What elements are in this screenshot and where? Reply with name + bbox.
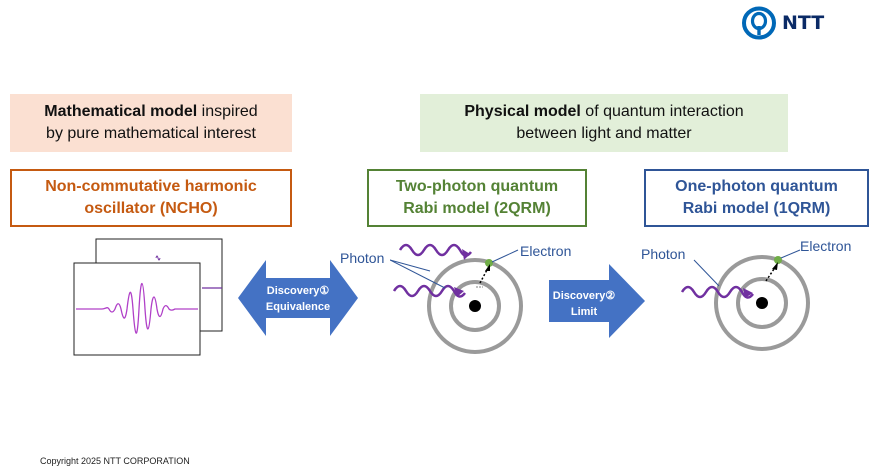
mathematical-model-band: Mathematical model inspired by pure math… [10, 94, 292, 152]
two-photon-atom-diagram [390, 243, 523, 354]
electron-dot [774, 256, 782, 264]
discovery-equivalence-arrow [238, 260, 358, 336]
photon-wave-upper [398, 243, 472, 257]
nucleus [756, 297, 768, 309]
electron-dot [485, 259, 493, 267]
discovery2-line1: Discovery② [552, 290, 616, 302]
ntt-logo-text: NTT [782, 12, 825, 34]
phys-band-rest: of quantum interaction [580, 103, 744, 120]
electron-label-2q: Electron [520, 243, 572, 259]
photon-wave [680, 285, 754, 299]
photon-wave-lower [392, 284, 466, 298]
electron-label-1q: Electron [800, 238, 852, 254]
ncho-line2: oscillator (NCHO) [84, 200, 218, 217]
two-photon-line2: Rabi model (2QRM) [403, 200, 551, 217]
discovery1-label: Discovery① Equivalence [258, 283, 338, 315]
math-band-rest: inspired [197, 103, 258, 120]
two-photon-box: Two-photon quantum Rabi model (2QRM) [367, 169, 587, 227]
one-photon-line1: One-photon quantum [675, 178, 838, 195]
photon-label-2q: Photon [340, 250, 385, 266]
physical-model-band: Physical model of quantum interaction be… [420, 94, 788, 152]
nucleus [469, 300, 481, 312]
ntt-logo-icon [742, 6, 776, 40]
math-band-line2: by pure mathematical interest [46, 125, 256, 142]
outer-orbit [714, 255, 810, 351]
phys-band-line2: between light and matter [516, 125, 692, 142]
phys-band-bold: Physical model [464, 103, 581, 120]
discovery2-line2: Limit [570, 306, 598, 318]
discovery1-line2: Equivalence [265, 301, 331, 313]
copyright-text: Copyright 2025 NTT CORPORATION [40, 456, 190, 466]
discovery-limit-arrow [549, 264, 645, 338]
discovery1-line1: Discovery① [266, 285, 330, 297]
ntt-logo: NTT [742, 6, 842, 40]
ncho-box: Non-commutative harmonic oscillator (NCH… [10, 169, 292, 227]
math-band-bold: Mathematical model [44, 103, 198, 120]
photon-label-1q: Photon [641, 246, 686, 262]
outer-orbit [427, 258, 523, 354]
front-plot-wave [76, 283, 198, 334]
one-photon-line2: Rabi model (1QRM) [682, 200, 831, 217]
two-photon-line1: Two-photon quantum [395, 178, 559, 195]
inner-orbit [736, 277, 788, 329]
one-photon-atom-diagram [680, 249, 810, 351]
one-photon-box: One-photon quantum Rabi model (1QRM) [644, 169, 869, 227]
inner-orbit [449, 280, 501, 332]
ncho-line1: Non-commutative harmonic [45, 178, 257, 195]
ncho-wave-plots [73, 238, 223, 356]
discovery2-label: Discovery② Limit [552, 288, 616, 320]
